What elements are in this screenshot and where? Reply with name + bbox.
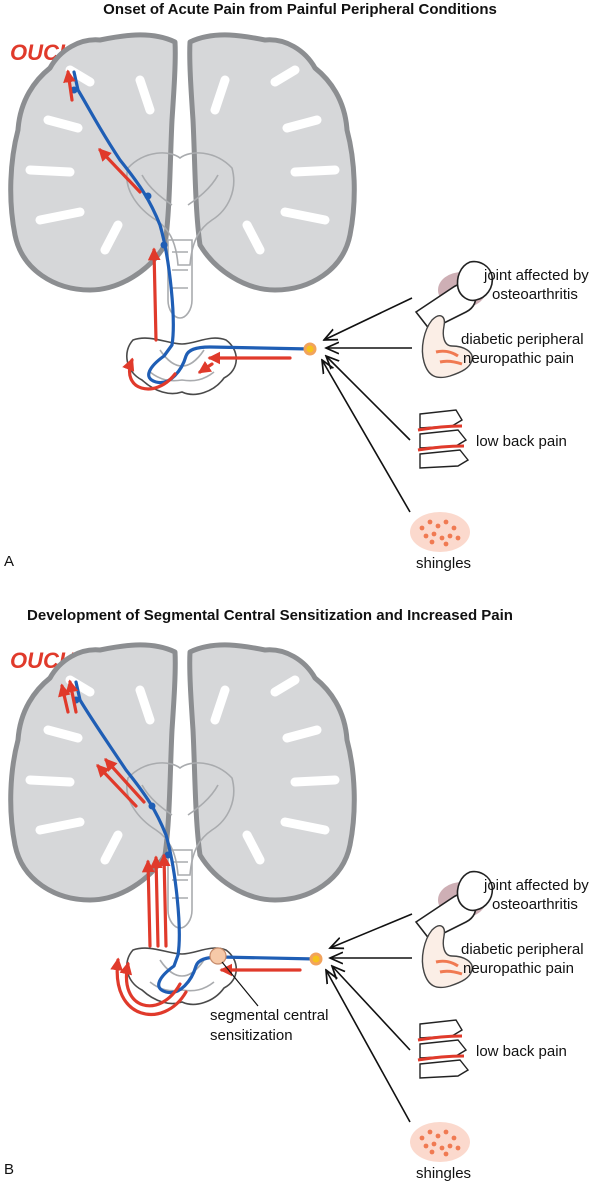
sensitization-label-line2: sensitization bbox=[210, 1027, 293, 1044]
panel-b: Development of Segmental Central Sensiti… bbox=[4, 607, 589, 1182]
condition-joint-line2: osteoarthritis bbox=[492, 286, 578, 303]
condition-diabetic-line2: neuropathic pain bbox=[463, 350, 574, 367]
pain-signal-arrow bbox=[141, 859, 155, 948]
panel-a-title: Onset of Acute Pain from Painful Periphe… bbox=[103, 1, 497, 18]
nociceptor-node bbox=[309, 952, 323, 966]
panel-a-letter: A bbox=[4, 553, 14, 570]
pain-signal-arrow bbox=[197, 360, 214, 374]
condition-diabetic-line1: diabetic peripheral bbox=[461, 331, 584, 348]
condition-joint-line2: osteoarthritis bbox=[492, 896, 578, 913]
input-arrow bbox=[326, 356, 411, 441]
synapse-dot bbox=[144, 192, 152, 200]
pain-signal-arrow bbox=[98, 148, 142, 194]
input-arrow bbox=[324, 297, 413, 340]
brain-cross-section bbox=[11, 35, 355, 394]
pain-signal-arrow bbox=[122, 357, 177, 391]
pain-signal-arrow bbox=[65, 679, 79, 714]
input-arrow bbox=[332, 966, 411, 1051]
nerve-pathway bbox=[74, 680, 318, 995]
condition-joint-line1: joint affected by bbox=[483, 877, 589, 894]
sensitization-leader-line bbox=[221, 961, 259, 1007]
nerve-pathway bbox=[72, 70, 312, 385]
panel-a: Onset of Acute Pain from Painful Periphe… bbox=[4, 1, 589, 572]
shingles-rash-icon bbox=[410, 512, 470, 552]
panel-b-letter: B bbox=[4, 1161, 14, 1178]
sensitization-region bbox=[209, 947, 227, 965]
pain-signal-arrow bbox=[147, 247, 161, 342]
condition-joint-line1: joint affected by bbox=[483, 267, 589, 284]
panel-b-title: Development of Segmental Central Sensiti… bbox=[27, 607, 513, 624]
synapse-dot bbox=[148, 802, 156, 810]
pain-signal-arrow bbox=[58, 683, 71, 714]
pain-signal-arrow bbox=[149, 855, 163, 948]
synapse-dot bbox=[160, 241, 168, 249]
joint-icon bbox=[415, 260, 494, 331]
brain-cross-section bbox=[11, 645, 355, 1004]
pain-signal-arrow bbox=[157, 853, 171, 948]
joint-icon bbox=[415, 870, 494, 941]
input-arrow bbox=[326, 970, 411, 1123]
pain-signal-arrow bbox=[104, 758, 146, 804]
condition-diabetic-line2: neuropathic pain bbox=[463, 960, 574, 977]
pain-signal-arrow bbox=[63, 69, 76, 102]
nociceptor-node bbox=[303, 342, 317, 356]
spine-icon bbox=[416, 1018, 470, 1080]
condition-shingles: shingles bbox=[416, 555, 471, 572]
condition-back: low back pain bbox=[476, 1043, 567, 1060]
pain-signal-arrow bbox=[96, 764, 138, 808]
shingles-rash-icon bbox=[410, 1122, 470, 1162]
input-arrow bbox=[322, 360, 411, 513]
sensitization-label-line1: segmental central bbox=[210, 1007, 328, 1024]
pain-signal-arrow bbox=[110, 957, 188, 1017]
spine-icon bbox=[416, 408, 470, 470]
condition-back: low back pain bbox=[476, 433, 567, 450]
input-arrow bbox=[330, 913, 413, 948]
pain-signal-arrow bbox=[119, 961, 182, 1008]
condition-shingles: shingles bbox=[416, 1165, 471, 1182]
condition-diabetic-line1: diabetic peripheral bbox=[461, 941, 584, 958]
